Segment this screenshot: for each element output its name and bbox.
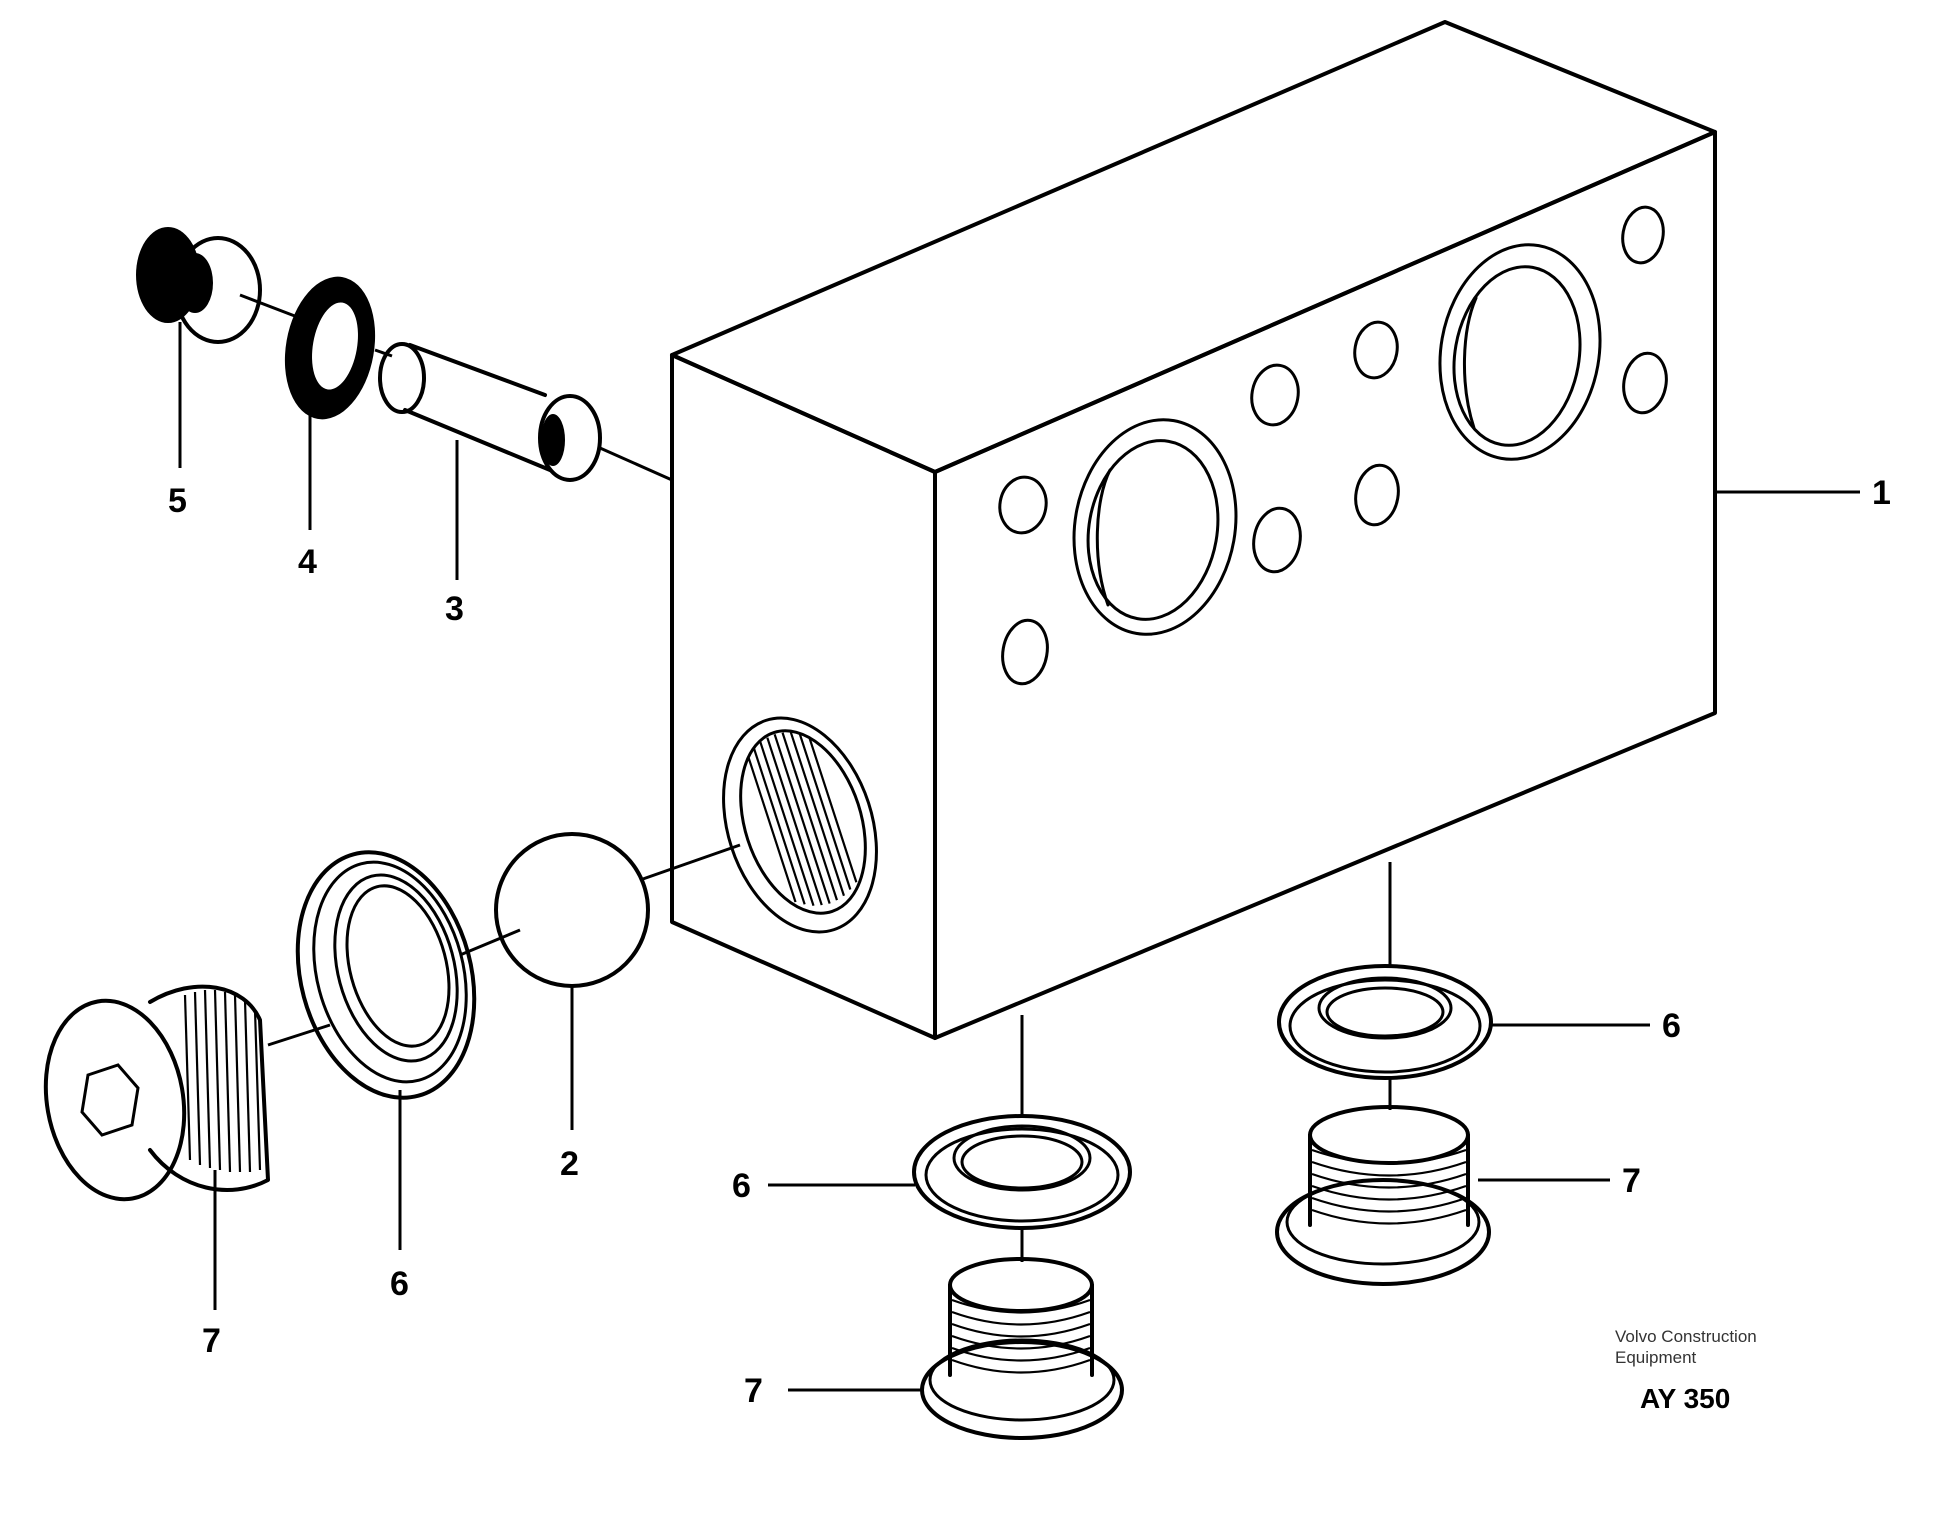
cylindrical-pin-part-3	[378, 342, 602, 482]
bottom-centre-washer-part-6	[912, 1114, 1132, 1230]
watermark-line2: Equipment	[1615, 1348, 1697, 1367]
watermark-line1: Volvo Construction	[1615, 1327, 1757, 1346]
callout-7-right: 7	[1622, 1162, 1641, 1200]
bottom-centre-plug-part-7	[920, 1257, 1124, 1440]
callout-6-left: 6	[390, 1265, 409, 1303]
watermark-code: AY 350	[1640, 1383, 1730, 1414]
callout-2: 2	[560, 1145, 579, 1183]
callout-6-right: 6	[1662, 1007, 1681, 1045]
right-washer-part-6	[1277, 964, 1493, 1080]
left-plug-part-7	[43, 984, 270, 1202]
callout-7-left: 7	[202, 1322, 221, 1360]
o-ring-part-2	[494, 832, 650, 988]
callout-4: 4	[298, 543, 317, 581]
callout-5: 5	[168, 482, 187, 520]
assembly-axis-lines	[239, 293, 1392, 1262]
callout-7-centre: 7	[744, 1372, 763, 1410]
callout-1: 1	[1872, 474, 1891, 512]
right-plug-part-7	[1275, 1105, 1491, 1286]
callout-3: 3	[445, 590, 464, 628]
valve-block	[670, 20, 1717, 1040]
small-washer-part-4	[284, 276, 376, 420]
small-plug-part-5	[136, 227, 262, 344]
watermark: Volvo Construction Equipment AY 350	[1615, 1327, 1757, 1414]
callout-6-centre: 6	[732, 1167, 751, 1205]
callout-labels: 1 5 4 3 2 6 7 6 6 7 7	[168, 474, 1891, 1410]
left-washer-part-6	[295, 850, 477, 1100]
leader-lines	[178, 322, 1860, 1392]
